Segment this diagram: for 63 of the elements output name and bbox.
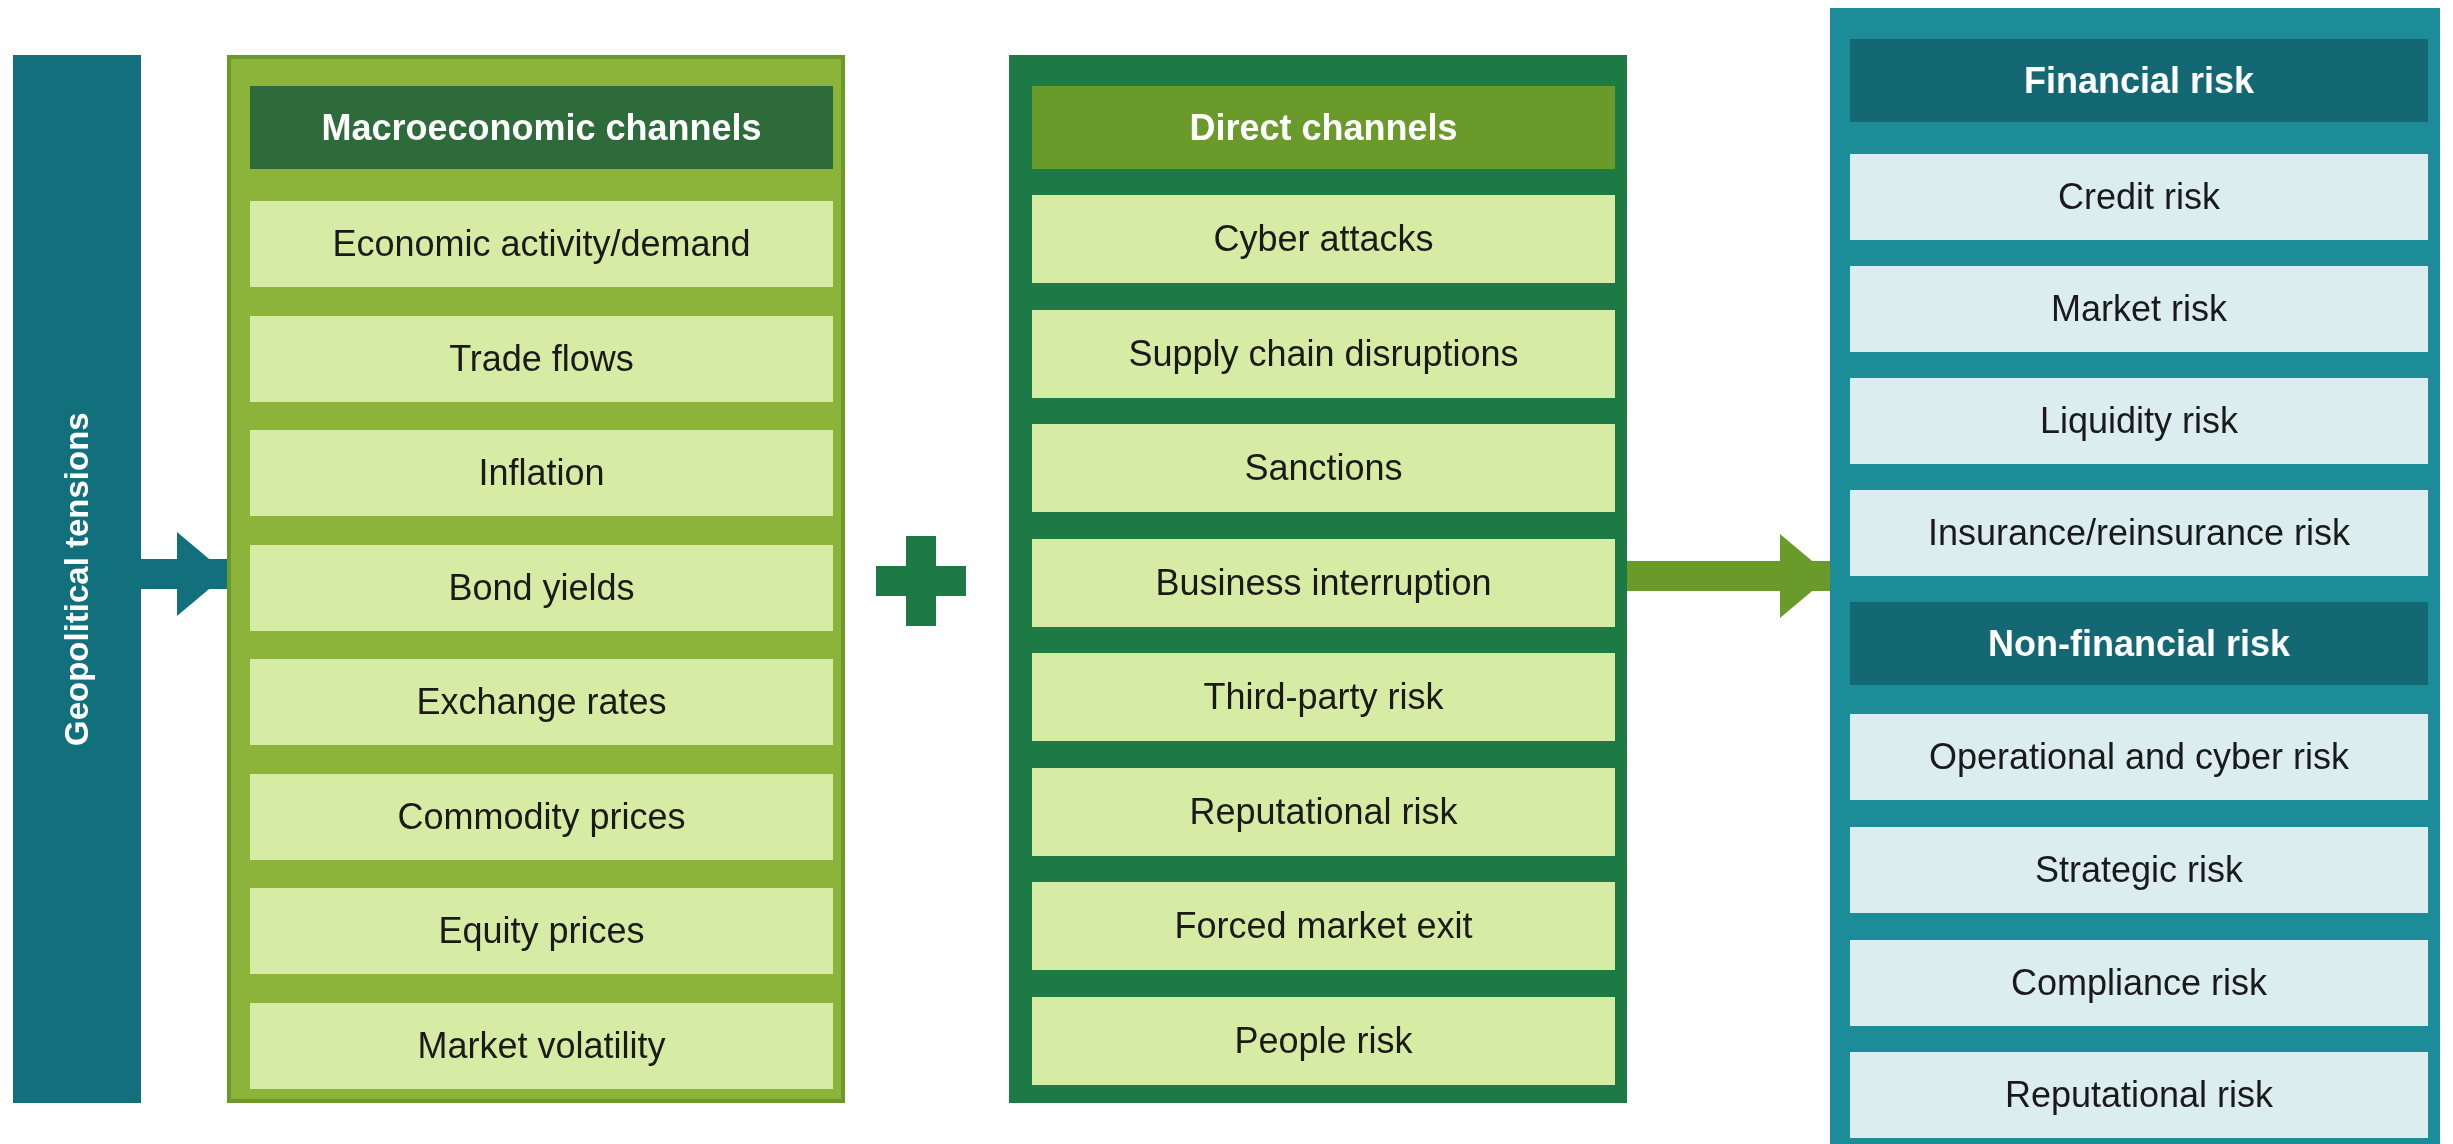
channel-box [250,315,833,402]
arrow [1627,534,1830,618]
item-text: Third-party risk [1203,677,1444,717]
header-text: Macroeconomic channels [321,107,762,148]
header-text: Direct channels [1189,107,1458,148]
item-text: Commodity prices [397,796,686,837]
item-text: Trade flows [449,338,634,379]
header-box [1850,602,2428,685]
header-box [1032,86,1615,169]
item-text: People risk [1234,1020,1413,1061]
vertical-label: Geopolitical tensions [58,412,96,746]
item-text: Equity prices [438,911,645,951]
item-text: Market risk [2051,289,2227,329]
item-text: Exchange rates [416,682,667,722]
channel-box [250,659,833,745]
item-text: Bond yields [448,567,635,608]
risk-box [1850,714,2428,800]
item-text: Strategic risk [2034,850,2244,890]
item-text: Inflation [478,453,605,493]
channel-box [250,544,833,631]
item-text: Sanctions [1244,448,1403,488]
channel-box [250,888,833,974]
item-text: Credit risk [2058,177,2220,217]
risk-box [1850,266,2428,352]
channel-box [1032,882,1615,970]
header-box [250,86,833,169]
item-text: Reputational risk [2004,1075,2274,1115]
item-text: Operational and cyber risk [1928,737,2350,777]
channel-box [1032,538,1615,627]
risk-box [1850,378,2428,464]
risk-box [1850,490,2428,576]
item-text: Reputational risk [1189,791,1458,832]
item-text: Supply chain disruptions [1128,333,1519,374]
channel-box [1032,653,1615,741]
arrow [141,532,227,616]
item-text: Compliance risk [2010,963,2268,1003]
risk-box [1850,1052,2428,1138]
risk-box [1850,154,2428,240]
channel-box [1032,767,1615,856]
item-text: Liquidity risk [2039,401,2239,441]
channel-box [1032,424,1615,512]
risk-panel [1830,8,2440,1144]
item-text: Cyber attacks [1213,219,1434,259]
item-text: Market volatility [417,1025,666,1066]
channel-box [1032,996,1615,1085]
channel-box [1032,309,1615,398]
channel-box [250,773,833,860]
channel-box [250,1002,833,1089]
item-text: Insurance/reinsurance risk [1927,513,2351,553]
item-text: Business interruption [1155,562,1492,603]
channel-box [250,201,833,287]
item-text: Forced market exit [1174,906,1473,946]
channel-panel [227,55,845,1103]
side-bar [13,55,141,1103]
risk-box [1850,940,2428,1026]
header-box [1850,39,2428,122]
risk-box [1850,827,2428,913]
header-text: Financial risk [2023,60,2255,101]
channel-box [1032,195,1615,283]
header-text: Non-financial risk [1987,623,2291,664]
channel-panel [1009,55,1627,1103]
item-text: Economic activity/demand [332,224,751,264]
channel-box [250,430,833,516]
